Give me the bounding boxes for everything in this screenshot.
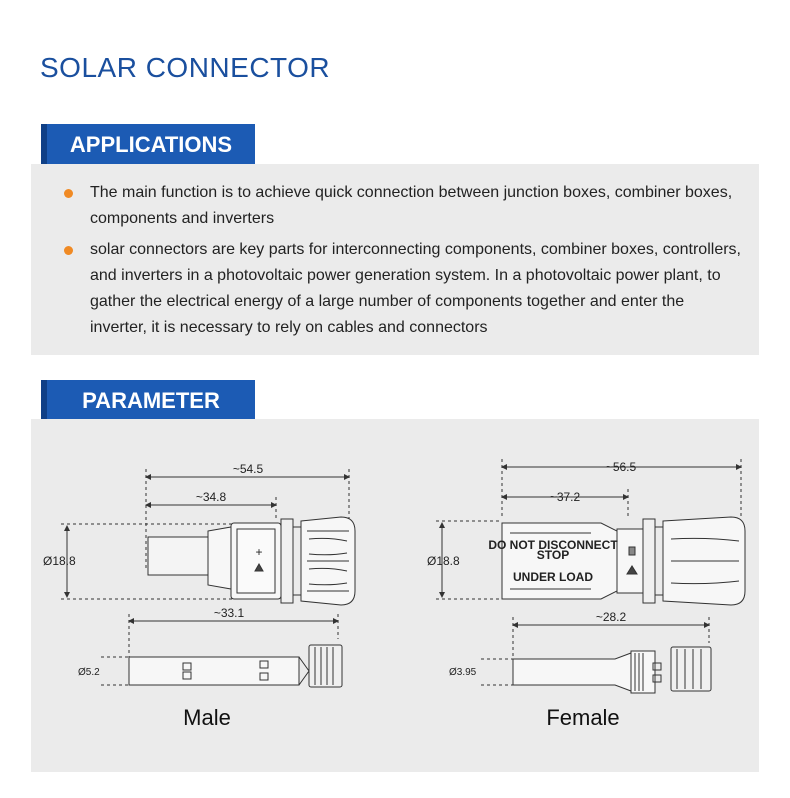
list-item-text: solar connectors are key parts for inter… xyxy=(90,241,741,336)
male-connector-drawing: + xyxy=(61,469,356,606)
female-diameter: Ø18.8 xyxy=(427,554,460,568)
female-warning-line1: DO NOT DISCONNECT xyxy=(488,538,618,552)
female-body-length: ~37.2 xyxy=(550,490,581,504)
technical-drawing: + ~54.5 ~34.8 Ø18.8 ~33.1 Ø5.2 Male xyxy=(43,459,746,730)
female-pin-length: ~28.2 xyxy=(596,610,627,624)
page-title: SOLAR CONNECTOR xyxy=(40,52,331,83)
list-item: The main function is to achieve quick co… xyxy=(64,180,744,232)
female-total-length: ~56.5 xyxy=(606,460,637,474)
bullet-icon xyxy=(64,189,73,198)
parameter-heading: PARAMETER xyxy=(41,380,255,422)
female-warning-line3: UNDER LOAD xyxy=(513,570,593,584)
female-warning-line2: STOP xyxy=(537,548,569,562)
male-label: Male xyxy=(183,705,231,730)
female-pin-drawing xyxy=(481,617,712,694)
female-pin-diameter: Ø3.95 xyxy=(449,667,477,678)
list-item: solar connectors are key parts for inter… xyxy=(64,237,744,341)
female-connector-drawing xyxy=(436,459,746,606)
female-label: Female xyxy=(546,705,619,730)
male-pin-length: ~33.1 xyxy=(214,606,245,620)
male-pin-drawing xyxy=(101,614,343,688)
bullet-icon xyxy=(64,246,73,255)
applications-panel: The main function is to achieve quick co… xyxy=(31,164,759,355)
male-diameter: Ø18.8 xyxy=(43,554,76,568)
svg-text:+: + xyxy=(255,545,262,559)
list-item-text: The main function is to achieve quick co… xyxy=(90,184,733,227)
male-total-length: ~54.5 xyxy=(233,462,264,476)
male-pin-diameter: Ø5.2 xyxy=(78,667,100,678)
applications-list: The main function is to achieve quick co… xyxy=(64,180,744,346)
applications-heading: APPLICATIONS xyxy=(41,124,255,166)
male-body-length: ~34.8 xyxy=(196,490,227,504)
parameter-panel: + ~54.5 ~34.8 Ø18.8 ~33.1 Ø5.2 Male xyxy=(31,419,759,772)
